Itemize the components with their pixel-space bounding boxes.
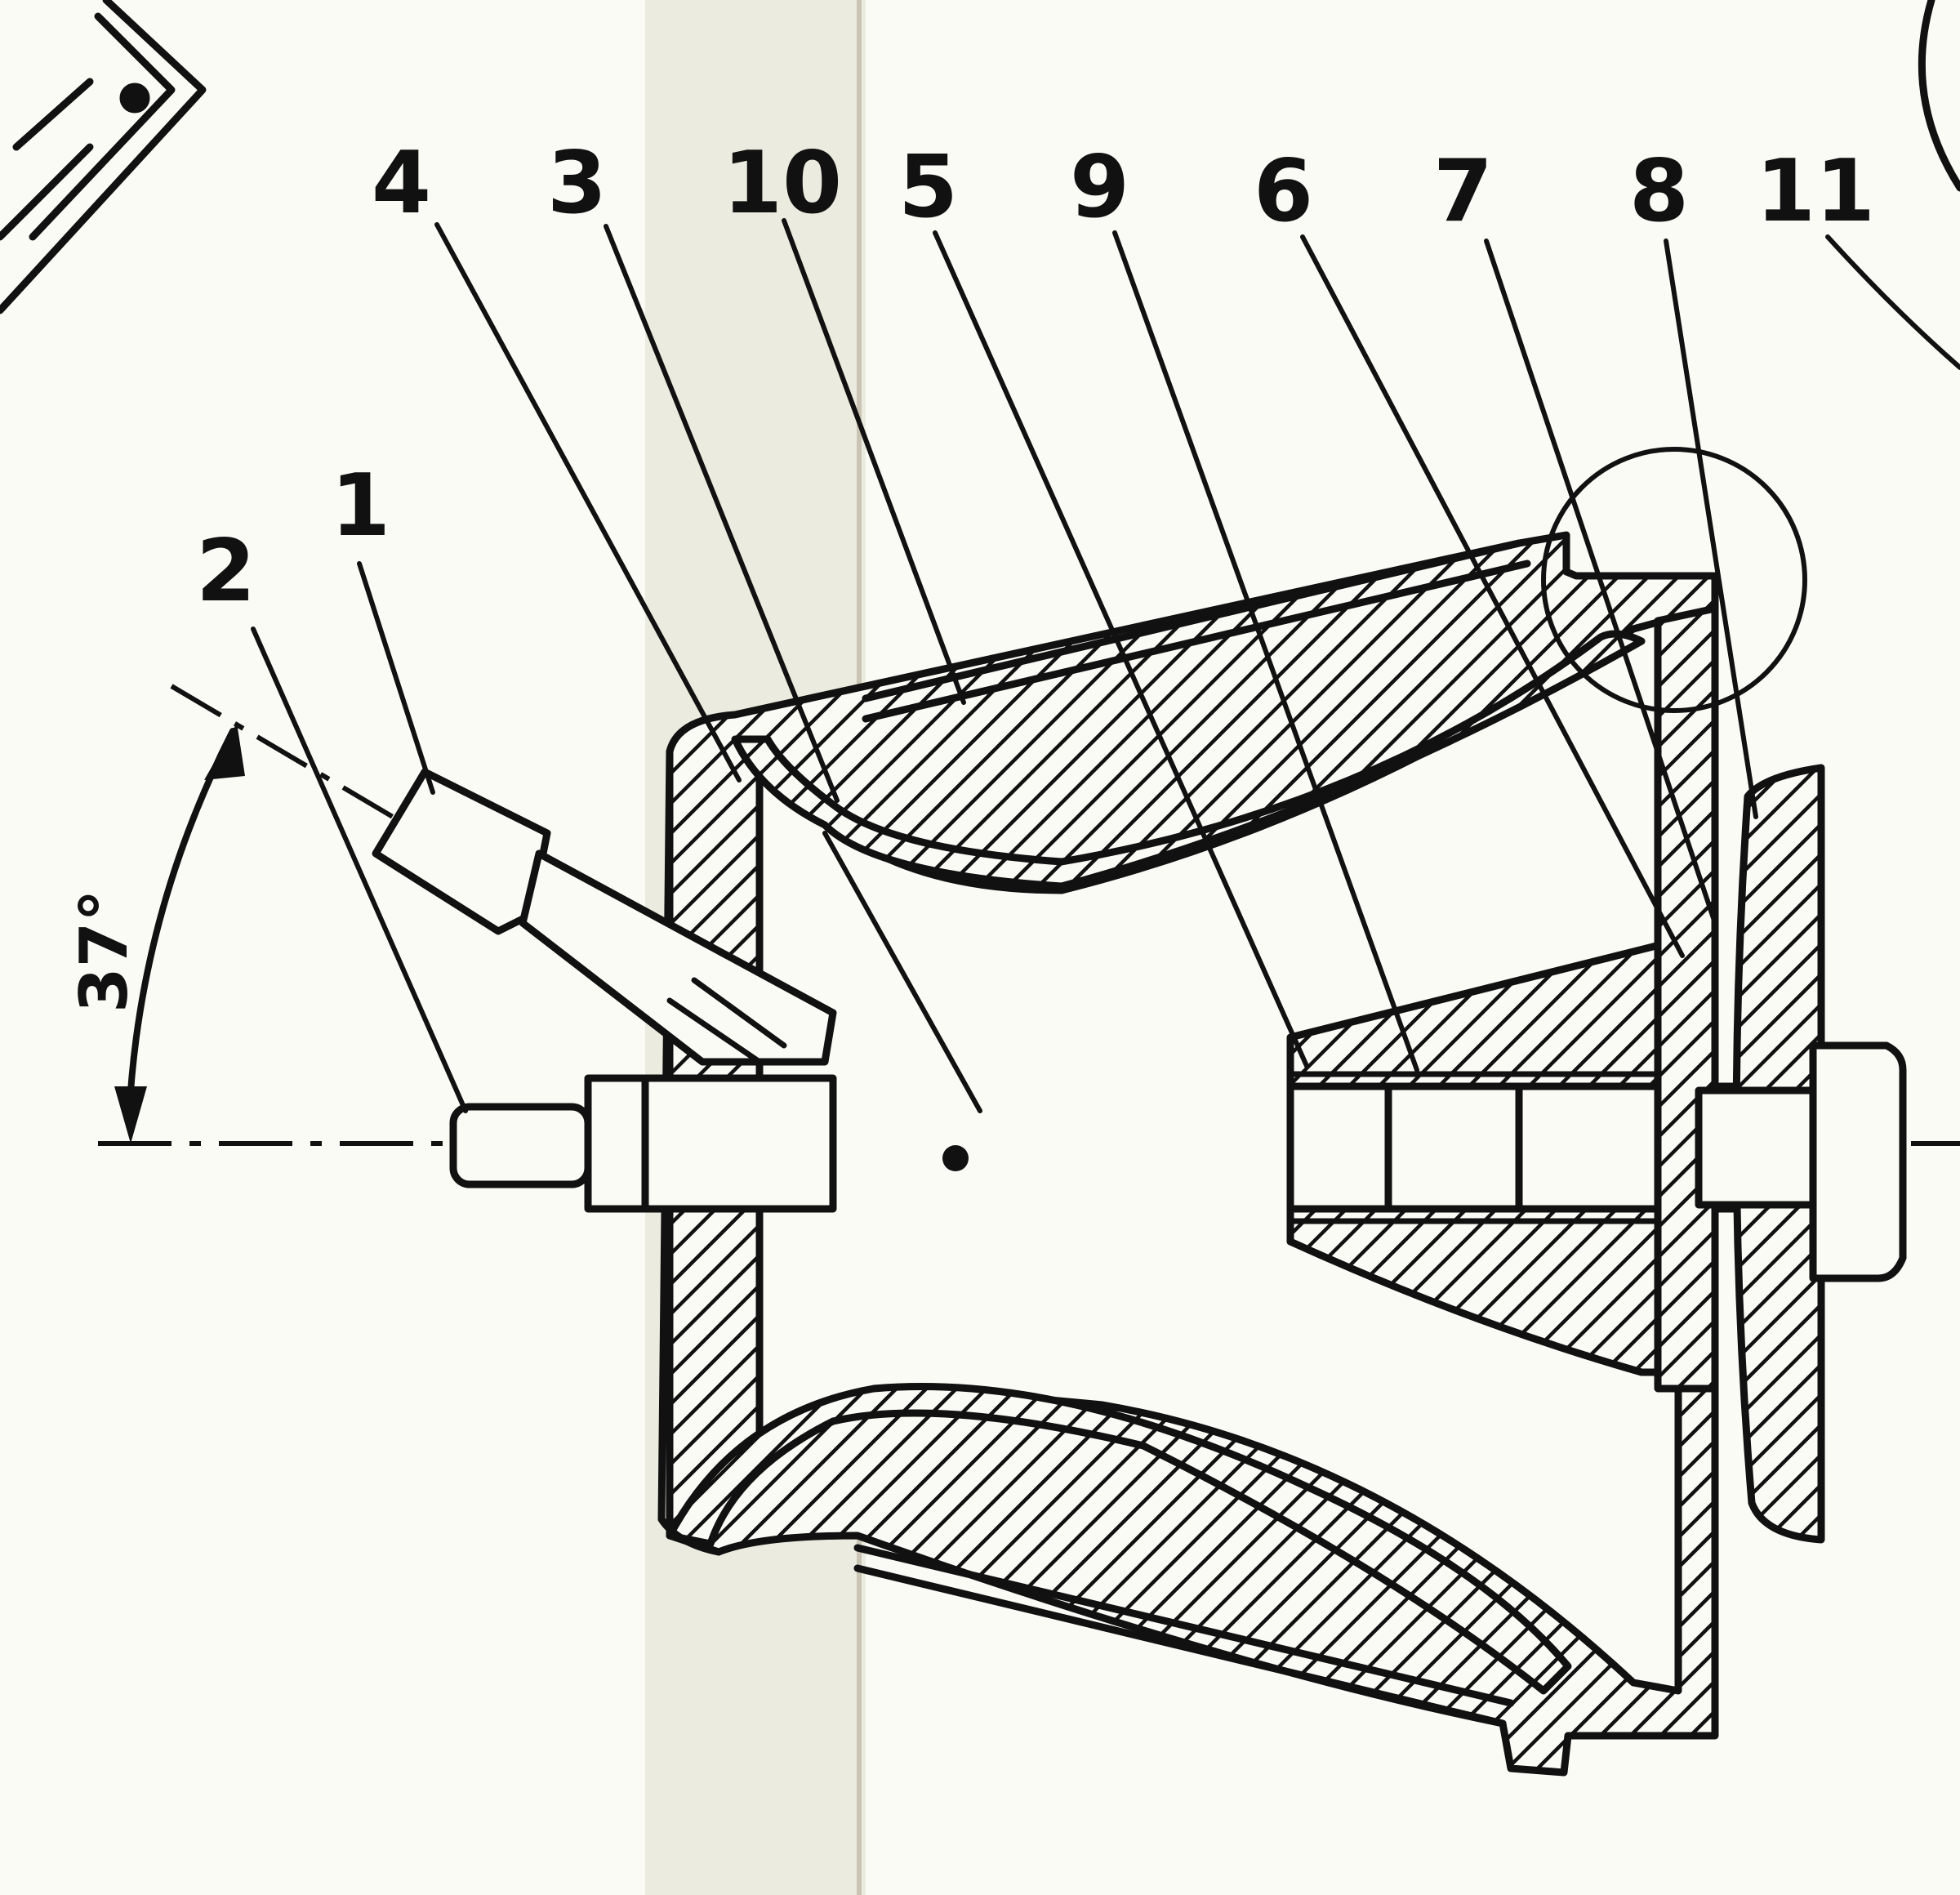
upper-liner xyxy=(731,539,1646,890)
part-label-2: 2 xyxy=(196,521,256,621)
angle-arc xyxy=(126,728,236,1121)
angle-arrow-top xyxy=(204,723,245,780)
part-label-4: 4 xyxy=(372,133,431,233)
part-label-1: 1 xyxy=(331,456,390,555)
injector xyxy=(372,768,969,1213)
part-label-9: 9 xyxy=(1070,137,1129,237)
part-label-8: 8 xyxy=(1629,141,1689,241)
part-label-3: 3 xyxy=(547,133,607,233)
lower-liner xyxy=(666,1383,1572,1728)
angle-label: 37° xyxy=(66,890,142,1013)
leader-11-tail xyxy=(1825,234,1960,370)
inlet-wall xyxy=(657,747,723,1556)
part-label-7: 7 xyxy=(1433,141,1493,241)
part-label-6: 6 xyxy=(1254,141,1313,241)
bolt xyxy=(1695,1041,1907,1282)
part-label-10: 10 xyxy=(723,133,842,233)
flange-plate xyxy=(1654,604,1719,1393)
part-labels: 4 3 10 5 9 6 7 8 11 2 1 xyxy=(196,133,1875,621)
partial-circle-topright xyxy=(1918,0,1960,192)
part-label-11: 11 xyxy=(1756,141,1875,241)
angle-arrow-bottom xyxy=(114,1086,147,1144)
leader-lines xyxy=(251,218,1758,1113)
detail-circle xyxy=(1541,447,1807,713)
partial-detail-topleft xyxy=(0,0,207,314)
part-label-5: 5 xyxy=(898,137,958,237)
